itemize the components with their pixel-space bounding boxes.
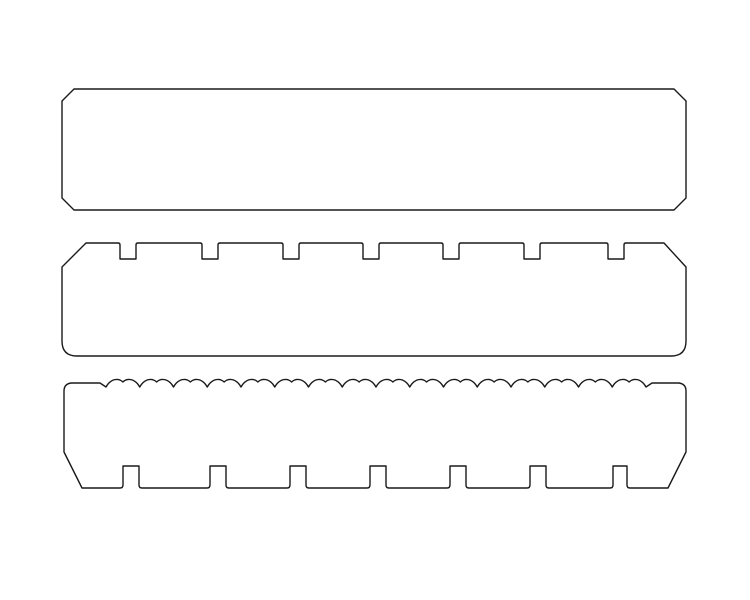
plain-board-profile [61,88,687,211]
scalloped-board-profile [63,378,687,489]
grooved-board-profile [61,242,687,357]
